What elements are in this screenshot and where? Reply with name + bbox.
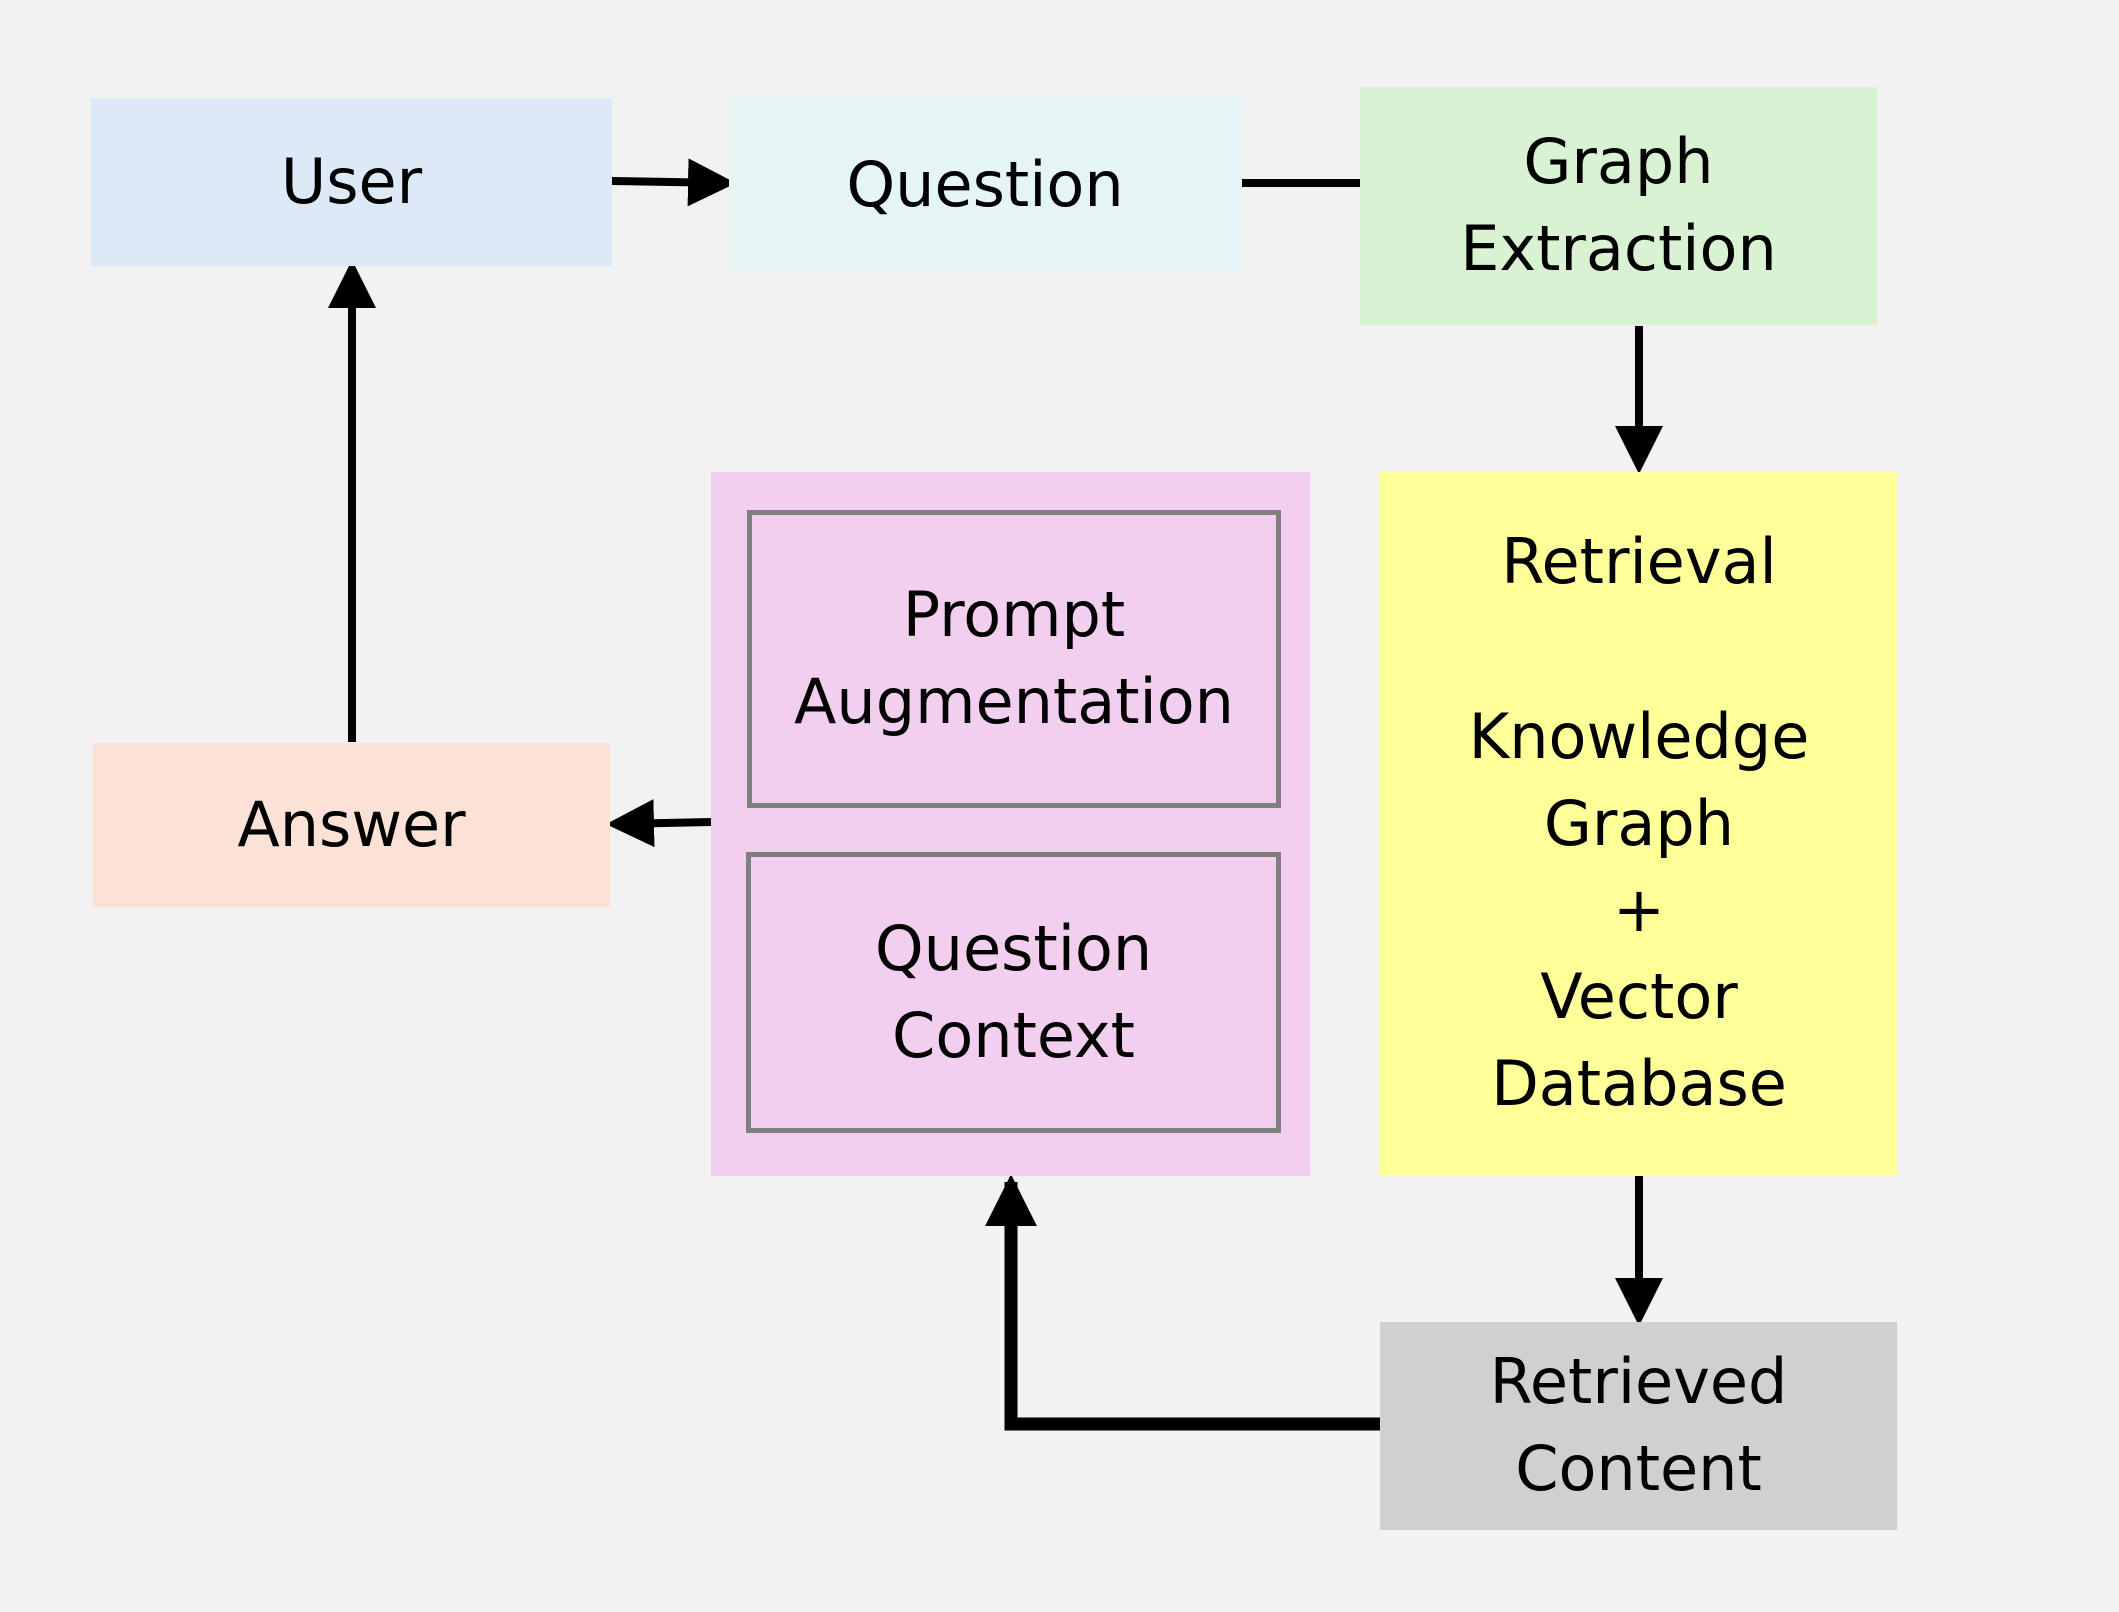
user-label: User [280,144,423,218]
graph-extraction-label-line2: Extraction [1460,212,1777,285]
question-context-box: Question Context [746,852,1281,1133]
question-node: Question [729,97,1241,273]
retrieved-content-line1: Retrieved [1489,1345,1788,1419]
retrieval-line-knowledge: Knowledge [1468,699,1810,773]
prompt-augmentation-line2: Augmentation [794,665,1234,738]
prompt-augmentation-line1: Prompt [902,578,1126,652]
prompt-augmentation-box: Prompt Augmentation [747,510,1281,808]
question-context-line2: Context [892,998,1135,1072]
answer-node: Answer [93,743,610,907]
user-node: User [91,98,612,266]
retrieval-line-plus: + [1613,873,1665,947]
retrieval-line-graph: Graph [1543,786,1735,860]
retrieval-line-database: Database [1491,1046,1787,1120]
augmentation-group: Prompt Augmentation Question Context [711,472,1310,1176]
question-context-line1: Question [874,911,1153,985]
retrieval-line-vector: Vector [1540,960,1738,1034]
graph-extraction-label-line1: Graph [1523,125,1714,199]
answer-label: Answer [237,787,466,861]
graph-extraction-node: Graph Extraction [1360,87,1877,325]
retrieved-content-node: Retrieved Content [1380,1322,1897,1530]
retrieval-title: Retrieval [1501,525,1777,598]
edge-user-question [610,158,736,207]
question-label: Question [846,147,1124,221]
retrieved-content-line2: Content [1515,1432,1762,1505]
edge-retrieved-content-augmentation [985,1174,1380,1431]
retrieval-node: Retrieval Knowledge Graph + Vector Datab… [1380,472,1898,1176]
edge-augmentation-answer [606,799,712,848]
